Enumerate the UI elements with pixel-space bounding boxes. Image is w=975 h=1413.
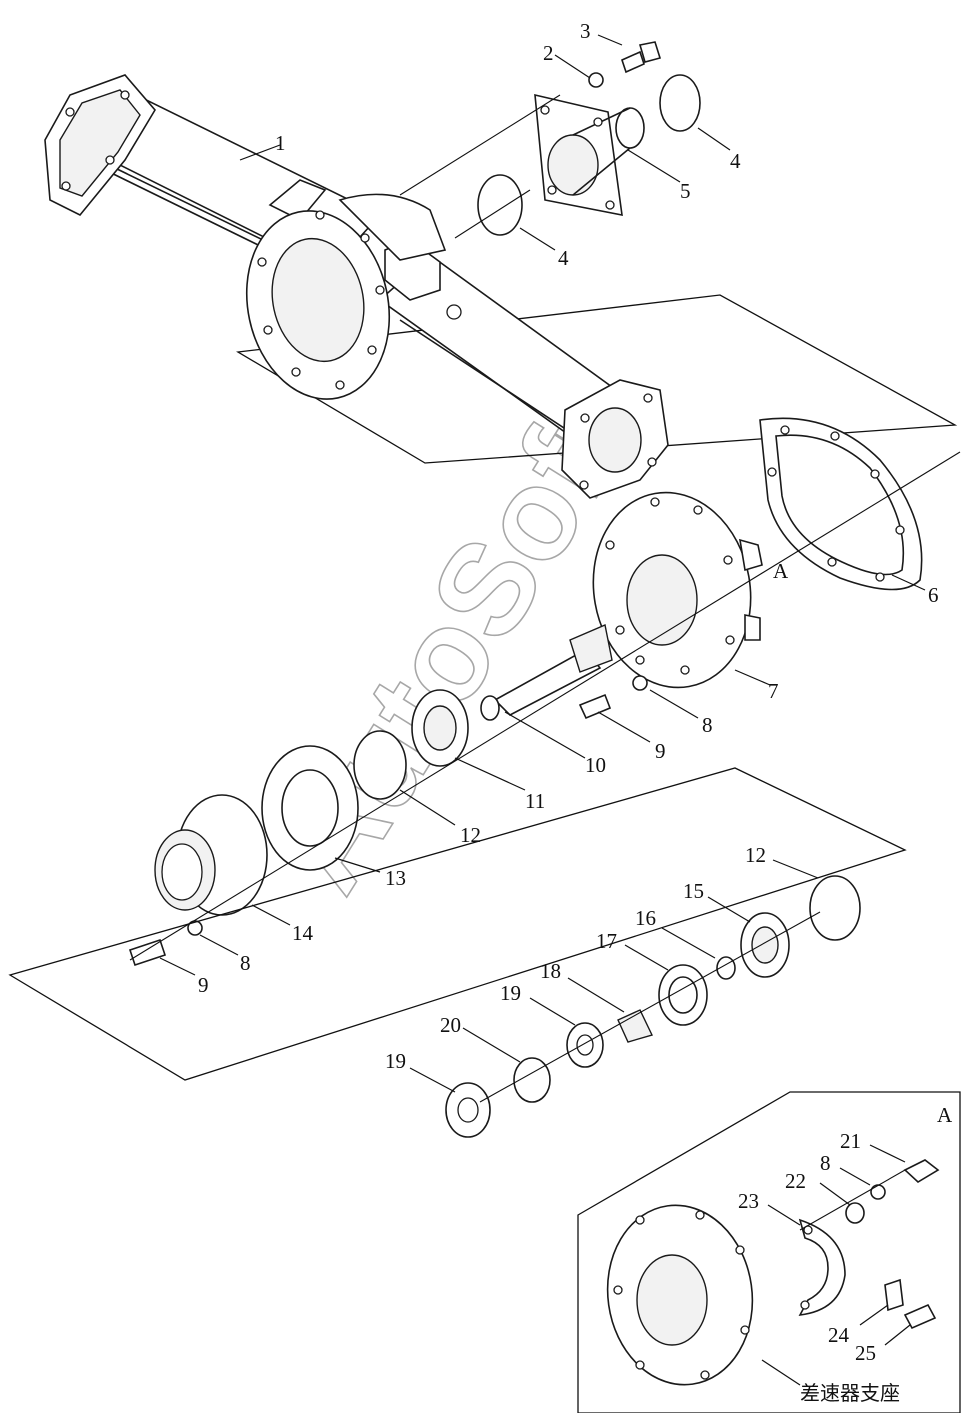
axle-housing	[44, 74, 958, 499]
bolt-9-low	[128, 938, 167, 967]
gasket-13	[261, 745, 359, 871]
label-2: 2	[543, 41, 554, 65]
bolt-9-mid	[578, 693, 612, 720]
inset-caption: 差速器支座	[800, 1381, 900, 1405]
label-10: 10	[585, 753, 606, 777]
label-8-mid: 8	[702, 713, 713, 737]
label-a-inset: A	[937, 1103, 953, 1127]
bearing-11	[411, 689, 469, 767]
label-12-mid: 12	[460, 823, 481, 847]
o-ring-12-low	[809, 875, 861, 941]
lower-group-frame	[8, 767, 907, 1081]
inset-view-a	[577, 1091, 961, 1413]
label-4-lower: 4	[558, 246, 569, 270]
seal-carrier	[534, 93, 645, 216]
spacer-18	[617, 1009, 653, 1043]
label-20: 20	[440, 1013, 461, 1037]
label-19-lower: 19	[385, 1049, 406, 1073]
label-9-low: 9	[198, 973, 209, 997]
flange-14	[154, 794, 268, 916]
bearing-15	[740, 912, 790, 978]
label-5: 5	[680, 179, 691, 203]
label-4-upper: 4	[730, 149, 741, 173]
o-ring-12-mid	[353, 730, 407, 800]
washer-8-mid	[632, 675, 648, 691]
label-19-upper: 19	[500, 981, 521, 1005]
gasket-6	[759, 417, 923, 591]
label-22: 22	[785, 1169, 806, 1193]
label-a-view: A	[773, 559, 789, 583]
differential-carrier-7	[592, 491, 763, 689]
label-9-mid: 9	[655, 739, 666, 763]
nut-19-upper	[566, 1022, 604, 1068]
label-18: 18	[540, 959, 561, 983]
seal-17	[658, 964, 708, 1026]
label-17: 17	[596, 929, 617, 953]
o-ring-4-upper	[659, 74, 701, 132]
nut-19-lower	[445, 1082, 491, 1138]
label-8-low: 8	[240, 951, 251, 975]
washer-2	[588, 72, 604, 88]
label-1: 1	[275, 131, 286, 155]
label-12-low: 12	[745, 843, 766, 867]
label-21: 21	[840, 1129, 861, 1153]
label-14: 14	[292, 921, 314, 945]
label-7: 7	[768, 679, 779, 703]
leader-lines	[159, 34, 926, 1386]
washer-8-low	[187, 920, 203, 936]
label-25: 25	[855, 1341, 876, 1365]
label-23: 23	[738, 1189, 759, 1213]
label-8-inset: 8	[820, 1151, 831, 1175]
label-16: 16	[635, 906, 656, 930]
label-3: 3	[580, 19, 591, 43]
label-15: 15	[683, 879, 704, 903]
o-ring-4-lower	[477, 174, 523, 236]
label-24: 24	[828, 1323, 850, 1347]
label-13: 13	[385, 866, 406, 890]
part-labels: 1 2 3 4 4 5 A 6 7 8 9 10 11 12 13 14 8 9…	[198, 19, 953, 1405]
label-11: 11	[525, 789, 545, 813]
bolt-3	[621, 41, 662, 74]
label-6: 6	[928, 583, 939, 607]
pinion-shaft-10	[480, 624, 613, 721]
lock-washer-20	[513, 1057, 551, 1103]
